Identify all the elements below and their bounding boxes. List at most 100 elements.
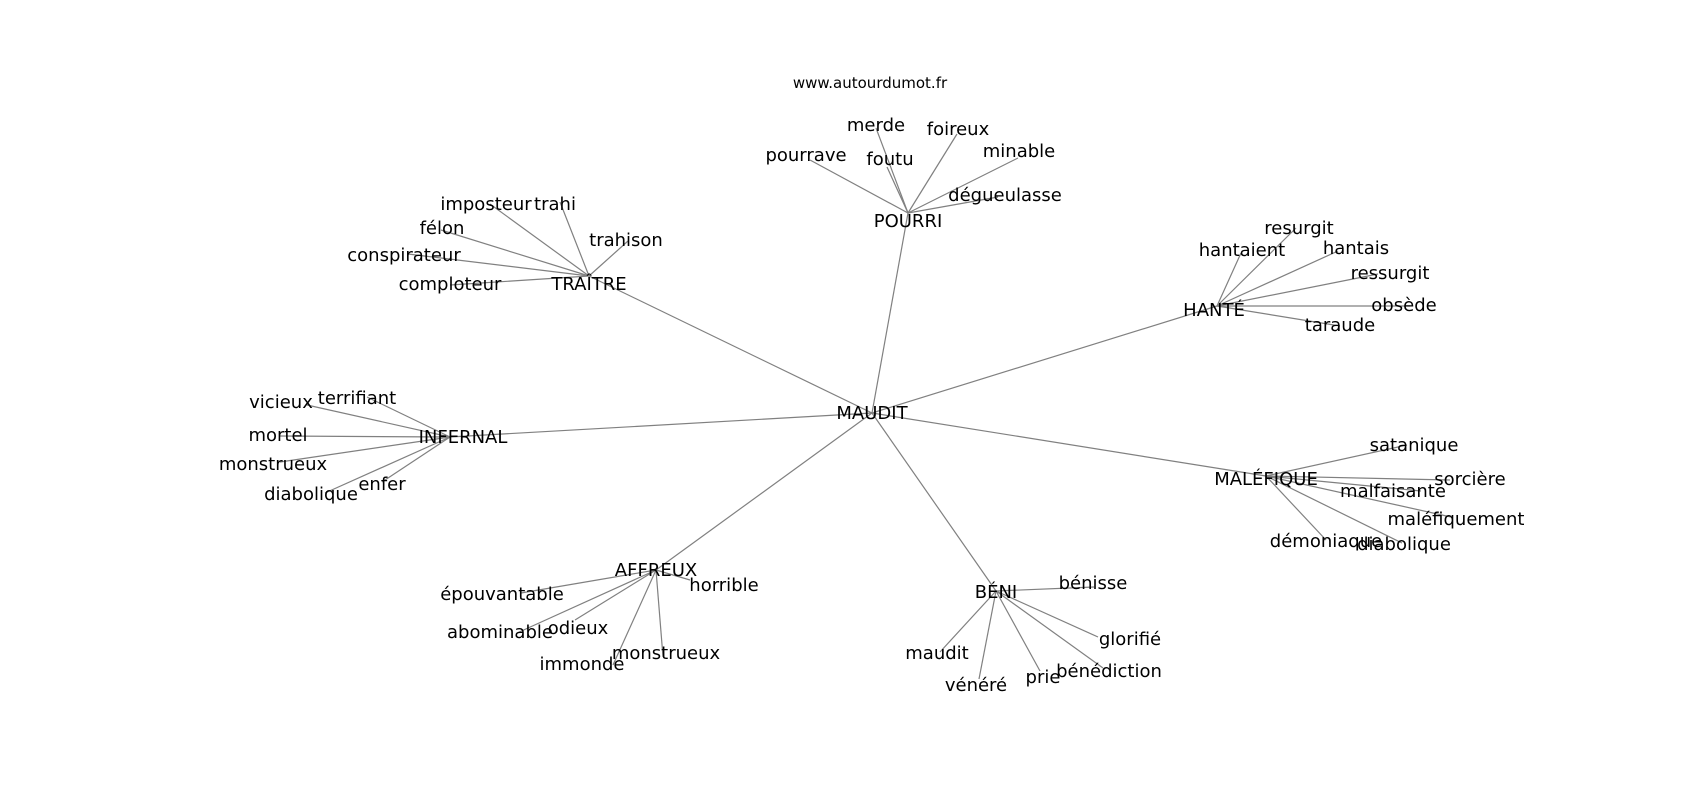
word-node-label: merde <box>847 115 905 136</box>
word-node-label: enfer <box>358 474 406 495</box>
word-node-label: conspirateur <box>347 245 461 266</box>
word-node-label: pourrave <box>765 145 846 166</box>
hub-node-label: BÉNI <box>975 581 1018 603</box>
edge-hub-to-word <box>520 569 657 594</box>
edge-hub-to-word <box>559 201 590 277</box>
hub-node-label: MALÉFIQUE <box>1214 468 1318 490</box>
edge-hub-to-word <box>1216 227 1297 307</box>
word-node-label: trahison <box>589 230 663 251</box>
word-node-label: maléfiquement <box>1388 509 1525 530</box>
edge-hub-to-word <box>1265 475 1327 541</box>
edge-hub-to-word <box>1265 475 1451 481</box>
edge-hub-to-word <box>574 569 657 621</box>
edge-hub-to-word <box>886 166 909 214</box>
hub-node-label: INFERNAL <box>419 427 508 448</box>
edge-hub-to-word <box>655 569 664 658</box>
edge-hub-to-word <box>366 396 451 438</box>
edge-hub-to-word <box>1265 444 1408 477</box>
edge-hub-to-word <box>449 275 590 286</box>
graph-edges <box>278 127 1452 680</box>
edge-hub-to-word <box>995 590 1104 669</box>
edge-hub-to-word <box>875 127 909 214</box>
edge-hub-to-word <box>939 590 997 653</box>
edge-hub-to-word <box>995 590 1099 638</box>
word-node-label: glorifié <box>1099 629 1161 650</box>
word-node-label: terrifiant <box>318 388 396 409</box>
edge-hub-to-word <box>978 590 997 680</box>
edge-hub-to-word <box>907 133 958 214</box>
edge-hub-to-word <box>1265 475 1422 492</box>
graph-labels: www.autourdumot.fr MAUDIT POURRI pourrave… <box>219 74 1525 696</box>
word-node-label: satanique <box>1370 435 1459 456</box>
word-node-label: imposteur <box>440 194 532 215</box>
word-node-label: abominable <box>447 622 553 643</box>
edge-hub-to-word <box>279 436 451 463</box>
edge-hub-to-word <box>655 569 691 581</box>
word-node-label: foireux <box>927 119 990 140</box>
word-node-label: diabolique <box>1357 534 1451 555</box>
word-node-label: minable <box>983 141 1055 162</box>
center-node-label: MAUDIT <box>836 403 908 424</box>
word-node-label: odieux <box>548 618 609 639</box>
word-node-label: bénisse <box>1059 573 1128 594</box>
edge-hub-to-word <box>612 569 657 666</box>
word-node-label: prie <box>1026 667 1061 688</box>
edge-hub-to-word <box>995 590 1041 672</box>
edge-center-to-hub <box>871 412 997 592</box>
word-node-label: sorcière <box>1434 469 1505 490</box>
word-node-label: foutu <box>866 149 913 170</box>
edge-hub-to-word <box>306 404 451 438</box>
hub-node-label: HANTÉ <box>1183 299 1245 321</box>
edge-center-to-hub <box>449 412 873 438</box>
word-node-label: resurgit <box>1264 218 1333 239</box>
edge-hub-to-word <box>907 196 999 214</box>
word-node-label: obsède <box>1371 295 1436 316</box>
edge-hub-to-word <box>1265 475 1452 518</box>
edge-hub-to-word <box>489 203 590 277</box>
hub-node-label: POURRI <box>874 211 943 232</box>
word-node-label: diabolique <box>264 484 358 505</box>
edge-hub-to-word <box>1216 305 1341 327</box>
word-node-label: démoniaque <box>1270 531 1382 552</box>
word-node-label: vicieux <box>249 392 313 413</box>
source-label: www.autourdumot.fr <box>793 74 948 92</box>
word-node-label: taraude <box>1305 315 1375 336</box>
hub-node-label: TRAÎTRE <box>550 273 626 295</box>
edge-center-to-hub <box>655 412 873 571</box>
word-node-label: hantaient <box>1199 240 1285 261</box>
edge-hub-to-word <box>809 159 909 214</box>
edge-center-to-hub <box>871 412 1267 477</box>
word-node-label: hantais <box>1323 238 1389 259</box>
edge-center-to-hub <box>871 212 909 414</box>
edge-center-to-hub <box>588 275 873 414</box>
edge-hub-to-word <box>995 586 1095 592</box>
edge-hub-to-word <box>440 229 590 277</box>
word-node-label: horrible <box>689 575 758 596</box>
word-node-label: monstrueux <box>612 643 721 664</box>
edge-hub-to-word <box>588 240 629 277</box>
word-node-label: dégueulasse <box>948 185 1062 206</box>
word-node-label: malfaisante <box>1340 481 1446 502</box>
word-node-label: félon <box>420 218 465 239</box>
edge-center-to-hub <box>871 305 1218 414</box>
edge-hub-to-word <box>516 569 657 634</box>
edge-hub-to-word <box>1216 252 1242 307</box>
word-node-label: vénéré <box>945 675 1007 696</box>
edge-hub-to-word <box>1216 273 1379 307</box>
edge-hub-to-word <box>1265 475 1403 544</box>
word-node-label: monstrueux <box>219 454 328 475</box>
hub-node-label: AFFREUX <box>615 560 697 581</box>
word-node-label: ressurgit <box>1351 263 1430 284</box>
edge-hub-to-word <box>278 435 451 438</box>
word-node-label: bénédiction <box>1056 661 1162 682</box>
edge-hub-to-word <box>381 436 451 483</box>
edge-hub-to-word <box>407 253 590 277</box>
word-node-label: maudit <box>905 643 968 664</box>
word-node-label: comploteur <box>399 274 502 295</box>
word-node-label: épouvantable <box>440 584 564 605</box>
edge-hub-to-word <box>324 436 451 494</box>
word-node-label: mortel <box>248 425 307 446</box>
word-node-label: immonde <box>540 654 625 675</box>
word-node-label: trahi <box>534 194 576 215</box>
